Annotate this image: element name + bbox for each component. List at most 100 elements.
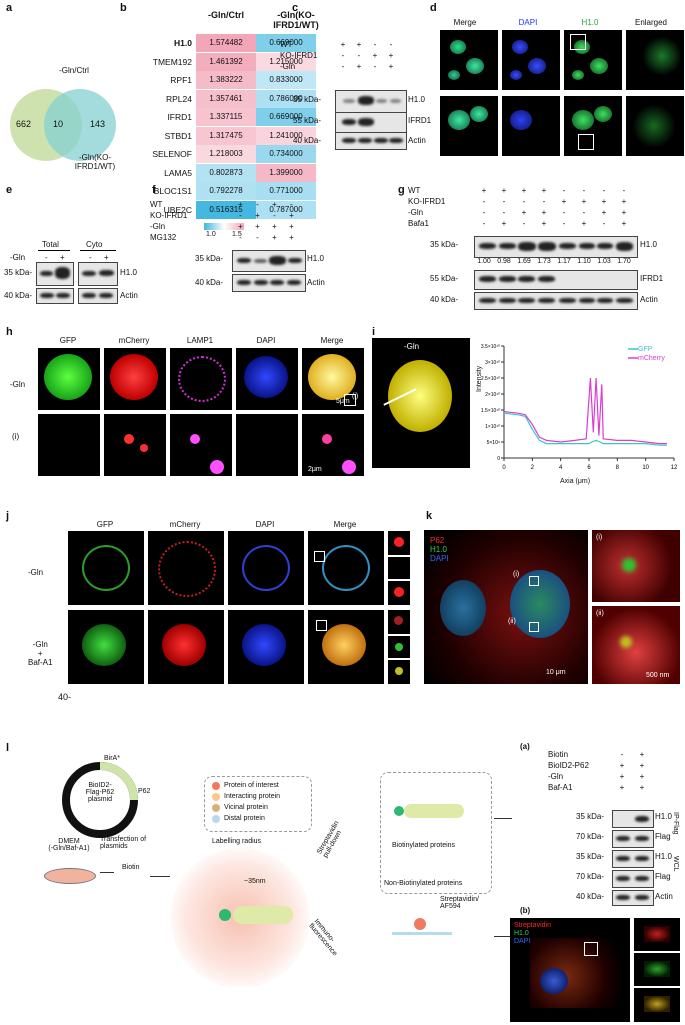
- c-sign: -: [357, 51, 361, 60]
- heatmap-cell-col1: 0.792278: [196, 182, 256, 200]
- y-tick-label: 5×10⁹: [487, 440, 500, 446]
- la-sign: +: [619, 772, 625, 781]
- g-quant-value: 1.69: [517, 258, 531, 265]
- g-sign: +: [501, 186, 507, 195]
- blot-f-actin: [232, 274, 306, 292]
- y-tick-label: 1.5×10¹⁰: [481, 408, 500, 414]
- d-dapi-2: [502, 96, 560, 156]
- transfection-label: Transfection of plasmids: [100, 836, 147, 850]
- la-sign: +: [639, 761, 645, 770]
- pulldown-fiber: [404, 804, 464, 818]
- h-col-lamp1: LAMP1: [186, 336, 214, 345]
- dmem-label: DMEM (-Gln/Baf-A1): [48, 838, 90, 852]
- f-marker-1: 35 kDa-: [195, 254, 224, 263]
- h-col-mcherry: mCherry: [118, 336, 150, 345]
- g-label-1: H1.0: [640, 240, 657, 249]
- arrow-3: [494, 818, 512, 819]
- la-marker-4: 70 kDa-: [576, 872, 605, 881]
- la-sign: +: [639, 772, 645, 781]
- la-row-label: BioID2-P62: [548, 761, 589, 770]
- la-group-wcl: WCL: [672, 856, 679, 872]
- f-sign: +: [289, 211, 294, 220]
- biotinylated-label: Biotinylated proteins: [392, 842, 456, 849]
- blot-la-h10-ip: [612, 810, 654, 828]
- blot-e-actin-cyto: [78, 288, 118, 304]
- heatmap-cell-col2: 1.241000: [256, 126, 316, 145]
- k-inset-label-ii: (ii): [508, 618, 516, 625]
- g-sign: +: [541, 186, 547, 195]
- j-zoom-2a: [388, 610, 410, 634]
- legend-text-1: Protein of interest: [224, 782, 279, 789]
- legend-dot-3: [212, 804, 220, 812]
- blot-g-conditions: WT++++----KO-IFRD1----++++-Gln--++--++Ba…: [408, 186, 638, 246]
- j-footnote: 40-: [58, 692, 72, 702]
- g-sign: -: [482, 208, 486, 217]
- e-group-line-2: [80, 250, 116, 251]
- arrow-4: [494, 936, 512, 937]
- f-sign: +: [238, 200, 243, 209]
- j-col-mcherry: mCherry: [169, 520, 201, 529]
- la-blot-4: Flag: [655, 872, 671, 881]
- h-scale-label-1: 5μm: [336, 398, 350, 405]
- c-sign: +: [388, 51, 394, 60]
- blot-e-actin-total: [36, 288, 74, 304]
- g-quant-value: 1.70: [617, 258, 631, 265]
- heatmap-cell-col1: 1.461392: [196, 52, 256, 71]
- g-marker-1: 35 kDa-: [430, 240, 459, 249]
- immuno-label: Immuno- fluorescence: [307, 918, 339, 958]
- k-main-image: [424, 530, 588, 684]
- x-tick-label: 6: [587, 465, 591, 471]
- g-sign: +: [601, 197, 607, 206]
- blot-c-ifrd1: [335, 112, 407, 134]
- legend-dot-1: [212, 782, 220, 790]
- streptavidin-label: Streptavidin/ AF594: [440, 896, 479, 910]
- la-blot-5: Actin: [655, 892, 673, 901]
- h-col-dapi: DAPI: [256, 336, 276, 345]
- f-sign: -: [256, 233, 259, 242]
- la-sign: +: [639, 783, 645, 792]
- blot-la-actin: [612, 890, 654, 906]
- g-sign: -: [482, 219, 486, 228]
- k-zoom-ii: [592, 606, 680, 684]
- legend-text-2: Interacting protein: [224, 793, 281, 800]
- bait-protein: [219, 909, 231, 921]
- h-lamp1-1: [170, 348, 232, 410]
- heatmap-cell-col2: 1.399000: [256, 163, 316, 182]
- legend-text-3: Vicinal protein: [224, 804, 268, 811]
- heatmap-gene-label: TMEM192: [152, 56, 192, 67]
- g-quant-value: 1.73: [537, 258, 551, 265]
- legend-dot-2: [212, 793, 220, 801]
- h-mcherry-2: [104, 414, 166, 476]
- heatmap-gene-label: LAMA5: [164, 167, 192, 178]
- f-row-label: WT: [150, 200, 163, 209]
- heatmap-gene-label: RPL24: [166, 93, 192, 104]
- y-tick-label: 2.5×10¹⁰: [481, 376, 500, 382]
- la-marker-5: 40 kDa-: [576, 892, 605, 901]
- f-sign: -: [256, 200, 259, 209]
- k-label-dapi: DAPI: [430, 554, 449, 563]
- g-label-2: IFRD1: [640, 274, 664, 283]
- heatmap-gene-label: RPF1: [170, 75, 192, 85]
- plasmid-label: BioID2- Flag-P62 plasmid: [85, 782, 115, 803]
- f-marker-2: 40 kDa-: [195, 278, 224, 287]
- la-sign: +: [639, 750, 645, 759]
- heatmap-cell-col2: 1.215000: [256, 52, 316, 71]
- e-group-total: Total: [42, 240, 59, 249]
- heatmap-gene-label: UBE2C: [163, 204, 192, 215]
- e-label-1: H1.0: [120, 268, 137, 277]
- d-enlarged-2: [626, 96, 684, 156]
- blot-c-h10: [335, 90, 407, 114]
- f-sign: +: [238, 222, 243, 231]
- g-sign: -: [582, 208, 586, 217]
- i-title: -Gln: [404, 342, 420, 351]
- blot-c-marker-2: 55 kDa-: [293, 116, 322, 125]
- g-sign: +: [601, 208, 607, 217]
- la-marker-1: 35 kDa-: [576, 812, 605, 821]
- heatmap-cell-col2: 0.734000: [256, 145, 316, 163]
- x-tick-label: 4: [559, 465, 563, 471]
- d-merge-1: [440, 30, 498, 90]
- panel-label-a: a: [6, 2, 13, 14]
- h-col-merge: Merge: [320, 336, 344, 345]
- j-col-dapi: DAPI: [255, 520, 275, 529]
